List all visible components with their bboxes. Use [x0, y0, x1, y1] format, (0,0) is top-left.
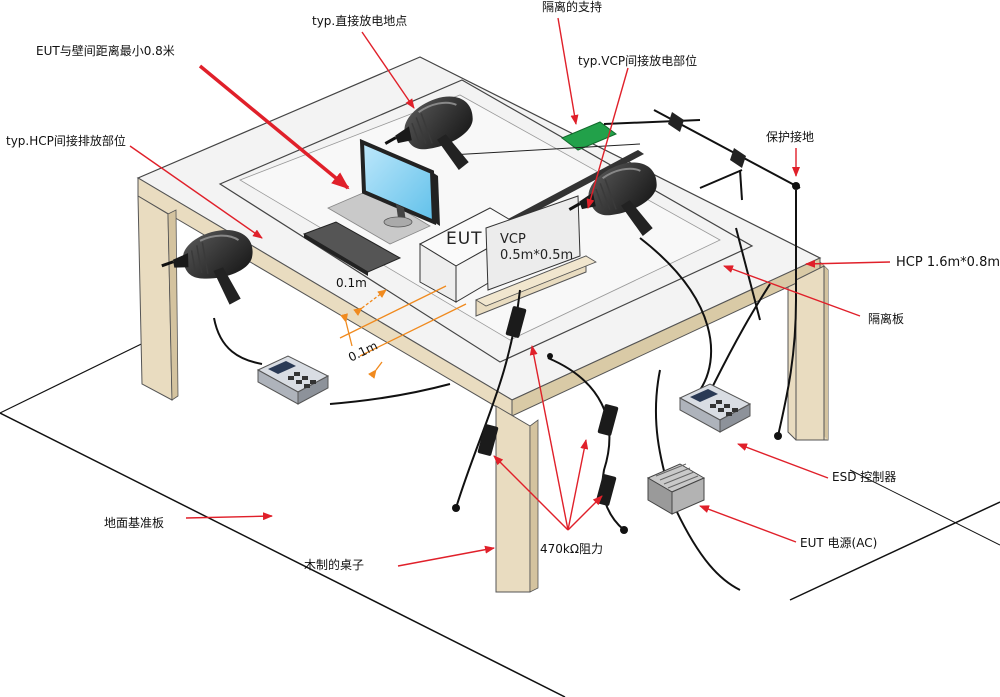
monitor-icon: [359, 138, 440, 228]
annotation-arrows: [129, 17, 891, 567]
label-isolation-support: 隔离的支持: [542, 0, 603, 14]
label-eut: EUT: [446, 229, 483, 249]
label-vcp-size: 0.5m*0.5m: [500, 248, 574, 263]
label-esd-controller: ESD 控制器: [832, 470, 897, 484]
label-isolation-board: 隔离板: [868, 312, 905, 326]
label-vcp-name: VCP: [500, 232, 526, 247]
label-vcp-indirect-discharge: typ.VCP间接放电部位: [578, 54, 698, 68]
ground-terminal-2: [774, 432, 782, 440]
cables: [213, 109, 801, 591]
label-resistor: 470kΩ阻力: [540, 542, 604, 556]
label-distance-upper: 0.1m: [336, 276, 367, 290]
hcp-plane: [218, 79, 754, 363]
clip-2: [730, 148, 746, 168]
cable-end-3: [547, 353, 553, 359]
cable-end-1: [452, 504, 460, 512]
clip-1: [668, 112, 684, 132]
power-supply-icon: [646, 463, 706, 515]
cable-end-2: [620, 526, 628, 534]
label-hcp-indirect-discharge: typ.HCP间接排放部位: [6, 134, 126, 148]
vcp-plate: [475, 195, 597, 317]
green-isolation-support: [561, 121, 617, 151]
label-wooden-table: 木制的桌子: [304, 558, 365, 572]
label-ground-plane: 地面基准板: [104, 516, 165, 530]
ground-terminal: [792, 182, 800, 190]
label-eut-wall-distance: EUT与壁间距离最小0.8米: [36, 44, 175, 58]
label-protective-ground: 保护接地: [766, 130, 815, 144]
distance-markers: [339, 285, 467, 379]
keyboard-icon: [302, 221, 402, 276]
label-direct-discharge-point: typ.直接放电地点: [312, 14, 408, 28]
mouse-pad: [327, 189, 431, 245]
vcp-ground-strip: [506, 150, 644, 224]
label-hcp-size: HCP 1.6m*0.8m: [896, 255, 1000, 270]
label-eut-power: EUT 电源(AC): [800, 536, 878, 550]
